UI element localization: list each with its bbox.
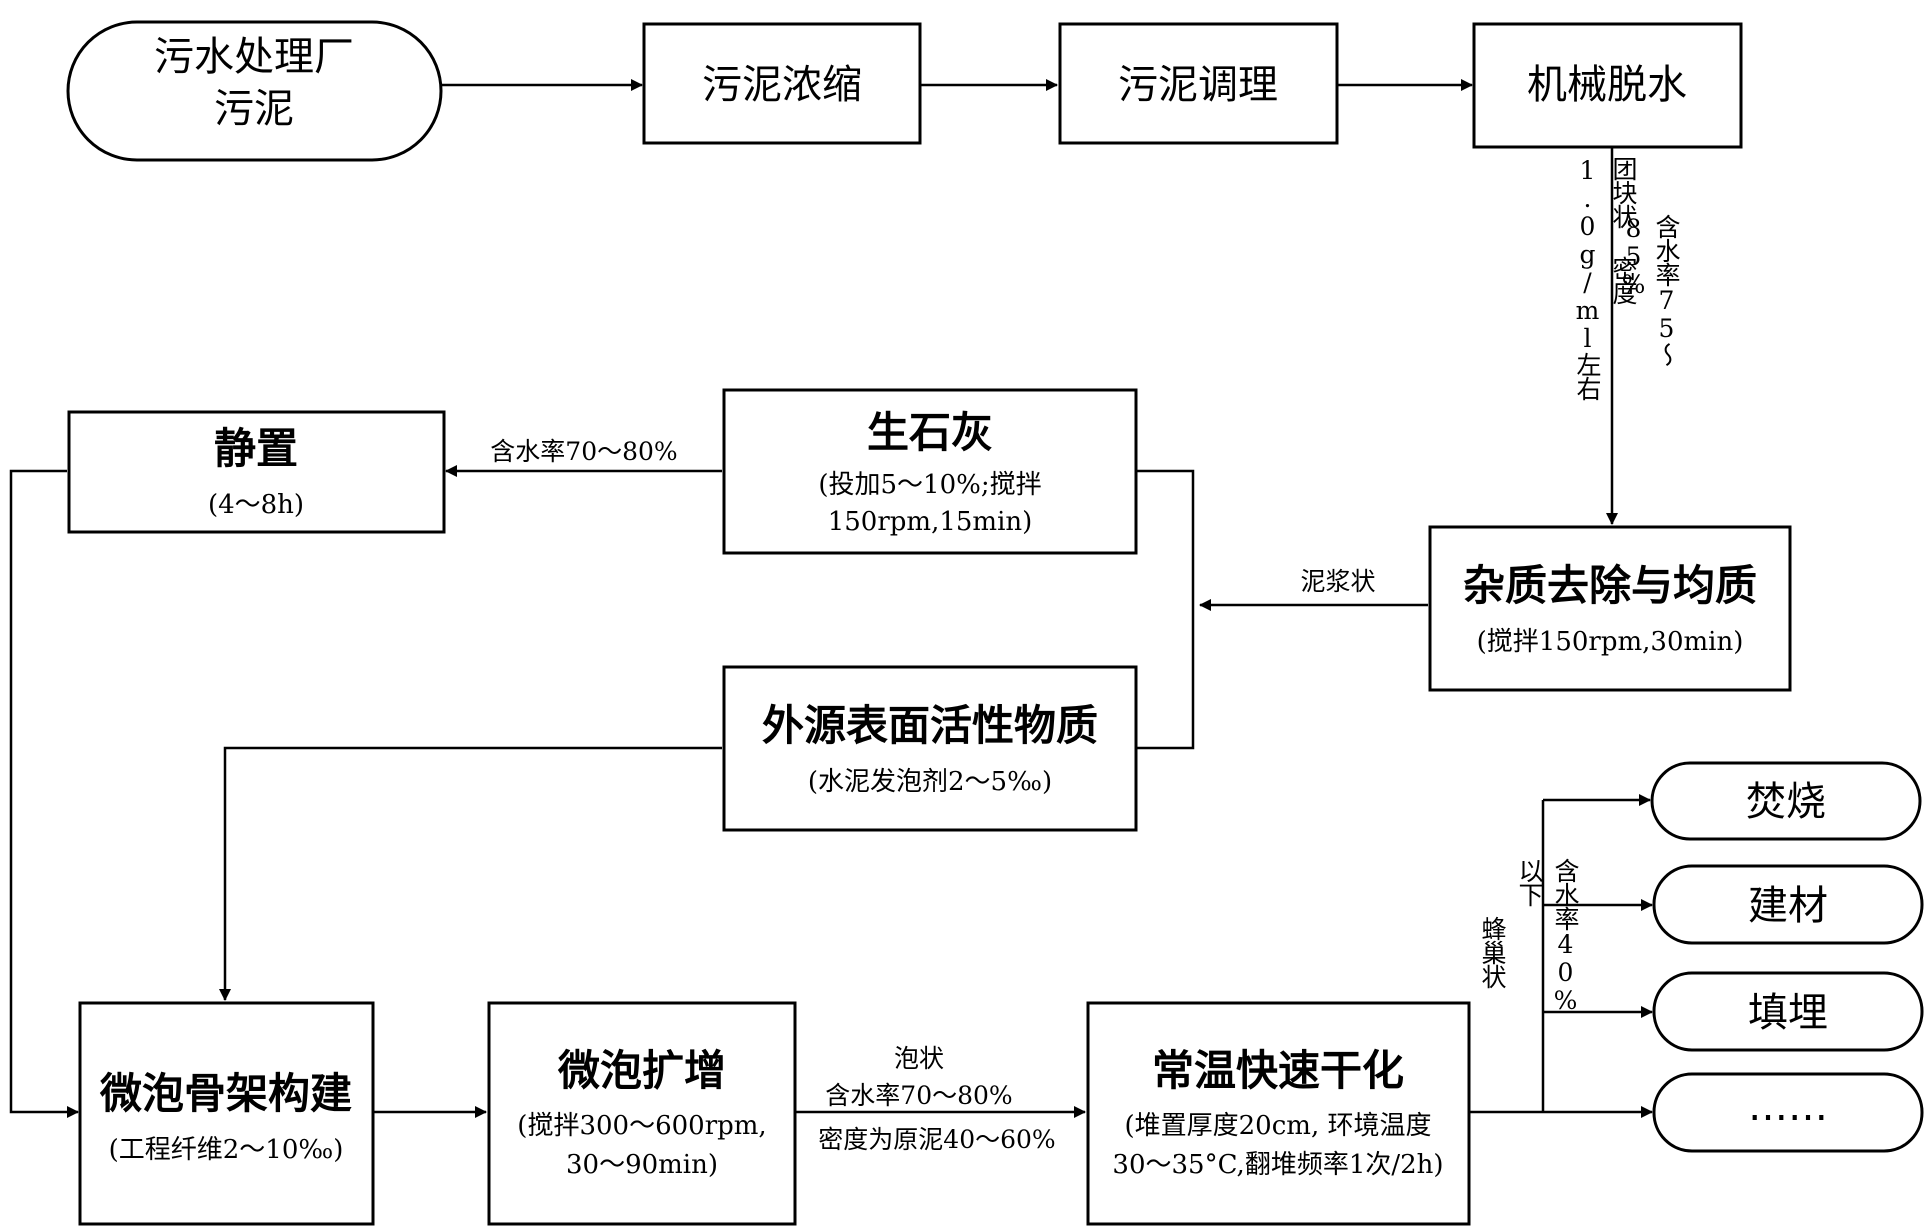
surfactant-detail: (水泥发泡剂2～5‰) [808,767,1052,797]
drying-detail-line1: (堆置厚度20cm, 环境温度 [1125,1111,1432,1141]
surfactant-title: 外源表面活性物质 [762,701,1098,750]
node-quicklime: 生石灰 (投加5～10%;搅拌 150rpm,15min) [722,388,1138,555]
drying-detail-line2: 30～35°C,翻堆频率1次/2h) [1112,1150,1443,1180]
label-standing-water: 含水率70～80% [490,437,677,466]
expansion-title: 微泡扩增 [557,1046,726,1095]
node-landfill: 填埋 [1652,971,1924,1052]
expansion-detail-line1: (搅拌300～600rpm, [517,1111,766,1141]
skeleton-title: 微泡骨架构建 [99,1069,352,1118]
node-surfactant: 外源表面活性物质 (水泥发泡剂2～5‰) [722,665,1138,832]
drying-title: 常温快速干化 [1152,1046,1404,1095]
node-conditioning: 污泥调理 [1058,22,1339,145]
sewage-sludge-line2: 污泥 [214,86,294,132]
impurity-removal-title: 杂质去除与均质 [1463,561,1757,610]
label-dried-shape: 蜂巢状 [1478,916,1507,988]
label-foam-density: 密度为原泥40～60% [818,1125,1055,1154]
node-drying: 常温快速干化 (堆置厚度20cm, 环境温度 30～35°C,翻堆频率1次/2h… [1086,1001,1471,1226]
node-more: …… [1652,1072,1924,1153]
label-foam-water: 含水率70～80% [825,1081,1012,1110]
label-dried-water: 含水率40%以下 [1515,858,1580,1014]
label-foam-shape: 泡状 [894,1044,944,1073]
node-standing: 静置 (4～8h) [67,410,446,534]
label-dewatered-shape: 团块状 密度1.0g/ml左右 [1573,156,1638,400]
conditioning-label: 污泥调理 [1118,62,1278,108]
impurity-removal-detail: (搅拌150rpm,30min) [1477,627,1744,657]
bracket-quicklime-surfactant [1136,469,1195,750]
thickening-label: 污泥浓缩 [702,62,862,108]
node-sewage-sludge: 污水处理厂 污泥 [66,20,443,162]
incineration-label: 焚烧 [1746,779,1826,825]
landfill-label: 填埋 [1748,990,1828,1036]
label-dewatered-water: 含水率75～85% [1619,214,1681,366]
sewage-sludge-line1: 污水处理厂 [154,34,354,80]
expansion-detail-line2: 30～90min) [566,1150,718,1180]
node-building-materials: 建材 [1652,864,1924,945]
arrow-standing-to-skeleton [9,469,79,1118]
label-slurry: 泥浆状 [1300,567,1375,596]
node-impurity-removal: 杂质去除与均质 (搅拌150rpm,30min) [1428,525,1792,692]
node-thickening: 污泥浓缩 [642,22,922,145]
standing-title: 静置 [214,424,298,473]
arrow-surfactant-to-skeleton [219,746,722,1001]
quicklime-detail-line1: (投加5～10%;搅拌 [818,470,1041,500]
standing-detail: (4～8h) [208,490,304,520]
node-incineration: 焚烧 [1650,761,1922,841]
more-label: …… [1748,1084,1828,1130]
skeleton-detail: (工程纤维2～10‰) [109,1135,344,1165]
quicklime-detail-line2: 150rpm,15min) [828,507,1033,537]
node-dewatering: 机械脱水 [1472,22,1743,149]
node-micro-foam-expansion: 微泡扩增 (搅拌300～600rpm, 30～90min) [487,1001,797,1226]
quicklime-title: 生石灰 [867,408,993,457]
building-materials-label: 建材 [1748,883,1828,929]
connectors [9,79,1653,1118]
node-micro-foam-skeleton: 微泡骨架构建 (工程纤维2～10‰) [78,1001,375,1226]
dewatering-label: 机械脱水 [1527,62,1687,108]
